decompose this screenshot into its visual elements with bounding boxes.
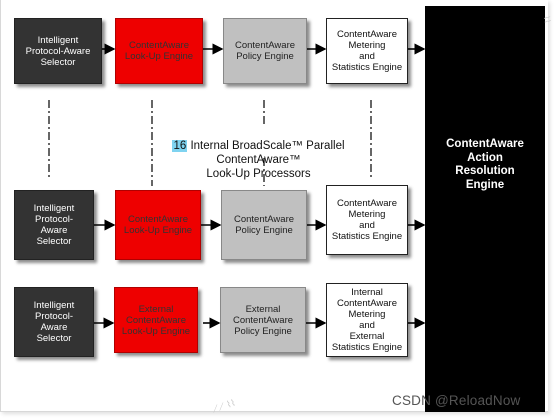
edge-scribble: ⌇⌇ bbox=[541, 14, 553, 25]
row3-policy-engine: External ContentAware Policy Engine bbox=[220, 287, 306, 353]
diagram-frame bbox=[0, 0, 548, 412]
caption-line2: ContentAware™ bbox=[216, 154, 301, 166]
row1-protocol-selector: Intelligent Protocol-Aware Selector bbox=[14, 18, 102, 84]
action-resolution-engine: ContentAware Action Resolution Engine bbox=[425, 6, 545, 412]
row3-lookup-engine: External ContentAware Look-Up Engine bbox=[114, 287, 198, 353]
watermark-text: CSDN @ReloadNow bbox=[392, 393, 521, 408]
row1-metering-engine: ContentAware Metering and Statistics Eng… bbox=[326, 18, 408, 84]
row3-protocol-selector: Intelligent Protocol- Aware Selector bbox=[14, 287, 94, 357]
row2-metering-engine: ContentAware Metering and Statistics Eng… bbox=[326, 185, 408, 255]
processor-count: 16 bbox=[172, 140, 188, 152]
row2-protocol-selector: Intelligent Protocol- Aware Selector bbox=[14, 190, 94, 260]
row2-lookup-engine: ContentAware Look-Up Engine bbox=[115, 190, 201, 260]
caption-line3: Look-Up Processors bbox=[206, 168, 311, 180]
row3-metering-engine: Internal ContentAware Metering and Exter… bbox=[326, 283, 408, 357]
parallel-processors-caption: 16 Internal BroadScale™ Parallel Content… bbox=[166, 139, 351, 181]
caption-line1: Internal BroadScale™ Parallel bbox=[187, 140, 345, 152]
row1-policy-engine: ContentAware Policy Engine bbox=[223, 18, 307, 84]
